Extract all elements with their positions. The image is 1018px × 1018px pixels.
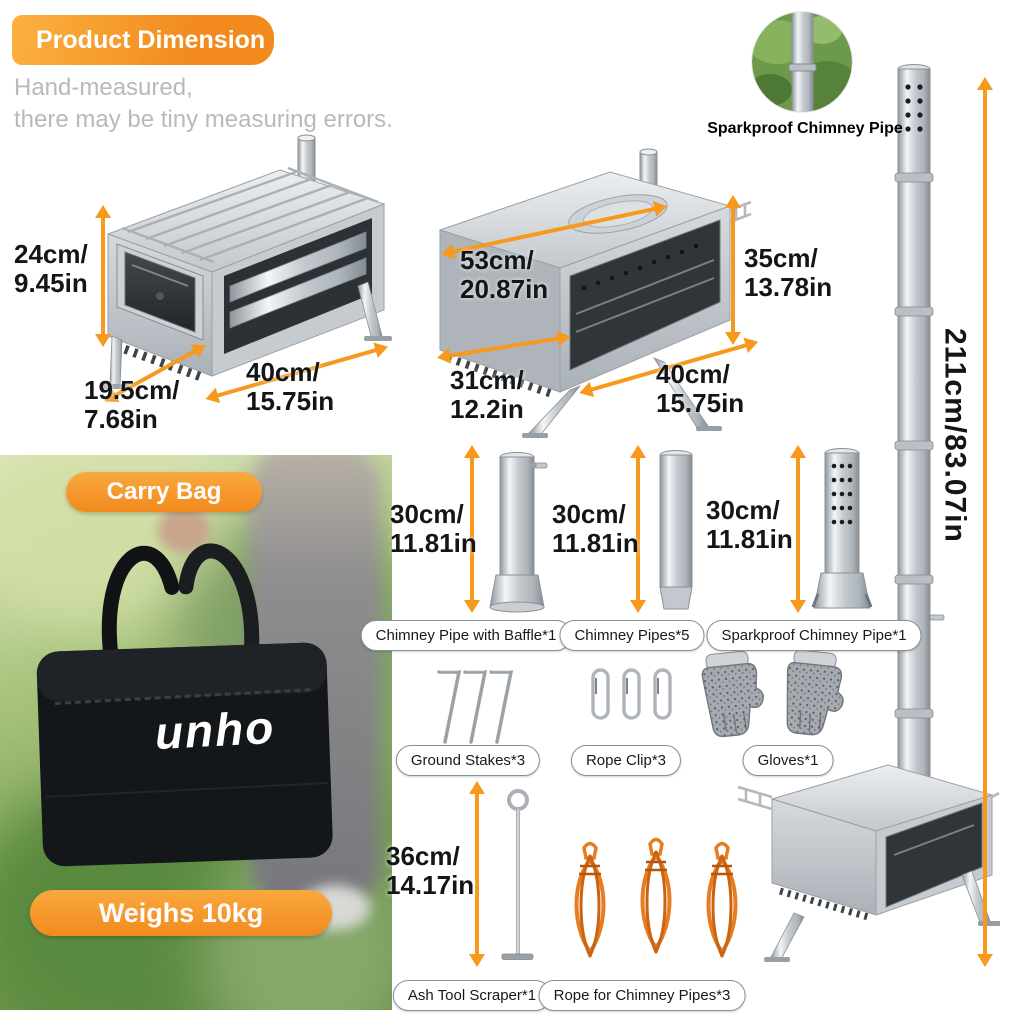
label-ropes: Rope for Chimney Pipes*3 — [538, 980, 746, 1011]
arrow-pipe3-30cm — [790, 445, 806, 613]
chimney-pipe-illustration — [659, 450, 693, 610]
vent-holes — [581, 243, 699, 291]
ropes-illustration — [574, 837, 738, 958]
label-ash-tool: Ash Tool Scraper*1 — [392, 980, 552, 1011]
sparkproof-pipe-illustration — [811, 448, 873, 609]
page-title: Product Dimension — [36, 25, 266, 54]
dim-assembled-diagonal: 53cm/ 20.87in — [460, 245, 549, 305]
tall-stove-illustration — [737, 64, 1000, 962]
arrow-height-24cm — [95, 205, 111, 347]
label-ground-stakes: Ground Stakes*3 — [395, 745, 541, 776]
label-gloves: Gloves*1 — [742, 745, 834, 776]
carry-bag-illustration — [36, 543, 333, 867]
title-banner: Product Dimension — [12, 15, 274, 65]
oven-rack — [575, 259, 715, 333]
arrow-pipe2-30cm — [630, 445, 646, 613]
dim-assembled-height: 35cm/ 13.78in — [744, 243, 833, 303]
arrow-pipe1-30cm — [464, 445, 480, 613]
glove-left — [701, 650, 764, 738]
arrow-ash-tool-36cm — [469, 781, 485, 967]
right-rack — [991, 791, 1000, 799]
rope-hank — [706, 841, 738, 958]
left-rack — [737, 785, 773, 811]
ground-stakes-illustration — [437, 669, 514, 744]
dim-assembled-depth: 31cm/ 12.2in — [450, 365, 524, 425]
glove-right — [786, 649, 844, 736]
sparkproof-pipe-photo — [752, 12, 852, 112]
rope-hank — [574, 841, 606, 958]
small-stove-illustration — [102, 134, 392, 389]
dim-ash-tool-length: 36cm/ 14.17in — [386, 841, 475, 901]
brand-logo: unho — [153, 700, 277, 760]
dim-pipe2-length: 30cm/ 11.81in — [552, 499, 639, 559]
dim-pipe3-length: 30cm/ 11.81in — [706, 495, 793, 555]
dim-stove-height: 24cm/ 9.45in — [14, 239, 88, 299]
grill-rack — [121, 166, 379, 264]
dim-stove-depth: 19.5cm/ 7.68in — [84, 375, 180, 435]
measuring-note: Hand-measured, there may be tiny measuri… — [14, 74, 393, 133]
spark-holes — [905, 84, 923, 132]
label-chimney-pipe-baffle: Chimney Pipe with Baffle*1 — [360, 620, 572, 651]
arrow-total-height-211cm — [977, 77, 993, 967]
carry-bag-badge: Carry Bag — [66, 472, 262, 512]
dim-assembled-width: 40cm/ 15.75in — [656, 359, 745, 419]
weight-badge: Weighs 10kg — [30, 890, 332, 936]
dim-stove-width: 40cm/ 15.75in — [246, 357, 335, 417]
ash-tool-illustration — [501, 789, 534, 960]
rope-clips-illustration — [591, 668, 672, 720]
chimney-pipe-baffle-illustration — [489, 452, 548, 613]
dim-total-height: 211cm/83.07in — [938, 328, 972, 543]
dim-pipe1-length: 30cm/ 11.81in — [390, 499, 477, 559]
sparkproof-pipe-closeup — [752, 12, 852, 112]
label-rope-clip: Rope Clip*3 — [570, 745, 682, 776]
arrow-height-35cm — [725, 195, 741, 345]
label-chimney-pipes: Chimney Pipes*5 — [559, 620, 705, 651]
gloves-illustration — [701, 649, 844, 738]
rope-hank — [640, 837, 672, 954]
pipe-couplings — [894, 172, 934, 719]
label-sparkproof-pipe: Sparkproof Chimney Pipe*1 — [706, 620, 922, 651]
sparkproof-pipe-caption: Sparkproof Chimney Pipe — [707, 120, 903, 137]
spark-holes — [831, 463, 853, 525]
